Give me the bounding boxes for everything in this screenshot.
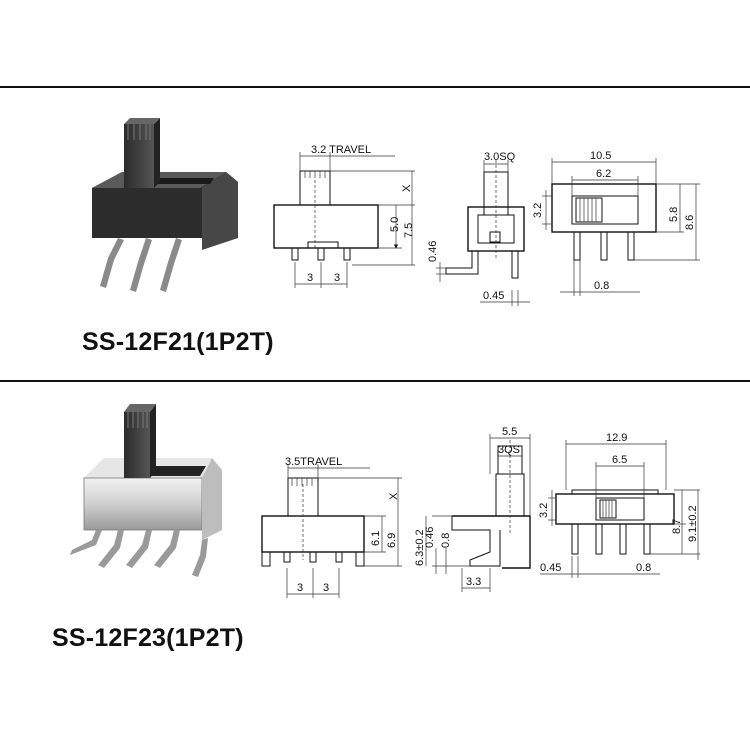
dim-pitch-2a: 3	[297, 582, 303, 594]
drawing-2b-end	[425, 434, 531, 592]
dim-3-2-1: 3.2	[532, 203, 544, 218]
section2-title: SS-12F23(1P2T)	[52, 624, 244, 652]
dim-0-8-1: 0.8	[594, 280, 609, 292]
dim-8-6: 8.6	[684, 215, 696, 230]
dim-travel-2: 3.5TRAVEL	[285, 456, 342, 468]
dim-0-45-1: 0.45	[483, 290, 504, 302]
dim-pitch-2b: 3	[323, 582, 329, 594]
dim-0-46-2: 0.46	[424, 527, 436, 548]
dim-x-1: X	[401, 184, 413, 192]
dim-5-0: 5.0	[389, 217, 401, 232]
dim-pitch-1a: 3	[307, 272, 313, 284]
drawing-1a-side	[273, 152, 415, 288]
dim-5-8: 5.8	[668, 207, 680, 222]
drawing-2c-top	[540, 440, 700, 578]
middle-divider	[0, 380, 750, 382]
drawing-1b-end	[436, 160, 530, 306]
switch-photo-1	[92, 118, 238, 292]
dim-3-3: 3.3	[466, 576, 481, 588]
dim-0-45-2: 0.45	[540, 562, 561, 574]
drawing-1c-top	[542, 158, 700, 296]
dim-6-3: 6.3±0.2	[414, 529, 426, 566]
dim-0-8-2a: 0.8	[440, 533, 452, 548]
dim-6-2: 6.2	[596, 168, 611, 180]
dim-travel-1: 3.2 TRAVEL	[311, 144, 371, 156]
switch-photo-2	[70, 404, 222, 577]
dim-3-2-2: 3.2	[538, 503, 550, 518]
dim-12-9: 12.9	[606, 432, 627, 444]
dim-8-7: 8.7	[671, 519, 683, 534]
dim-pitch-1b: 3	[334, 272, 340, 284]
dim-9-1: 9.1±0.2	[687, 505, 699, 542]
drawing-2a-side	[261, 464, 402, 598]
section1-title: SS-12F21(1P2T)	[82, 328, 274, 356]
dim-0-46-1: 0.46	[427, 241, 439, 262]
dim-x-2: X	[388, 492, 400, 500]
dim-6-9: 6.9	[386, 533, 398, 548]
top-divider	[0, 86, 750, 88]
dim-0-8-2b: 0.8	[636, 562, 651, 574]
dim-10-5: 10.5	[590, 150, 611, 162]
dim-5-5: 5.5	[502, 426, 517, 438]
dim-6-5: 6.5	[612, 454, 627, 466]
dim-6-1: 6.1	[370, 531, 382, 546]
dim-3-0sq: 3.0SQ	[484, 151, 516, 163]
dim-7-5: 7.5	[403, 223, 415, 238]
dim-3qs: 3QS	[498, 444, 520, 456]
